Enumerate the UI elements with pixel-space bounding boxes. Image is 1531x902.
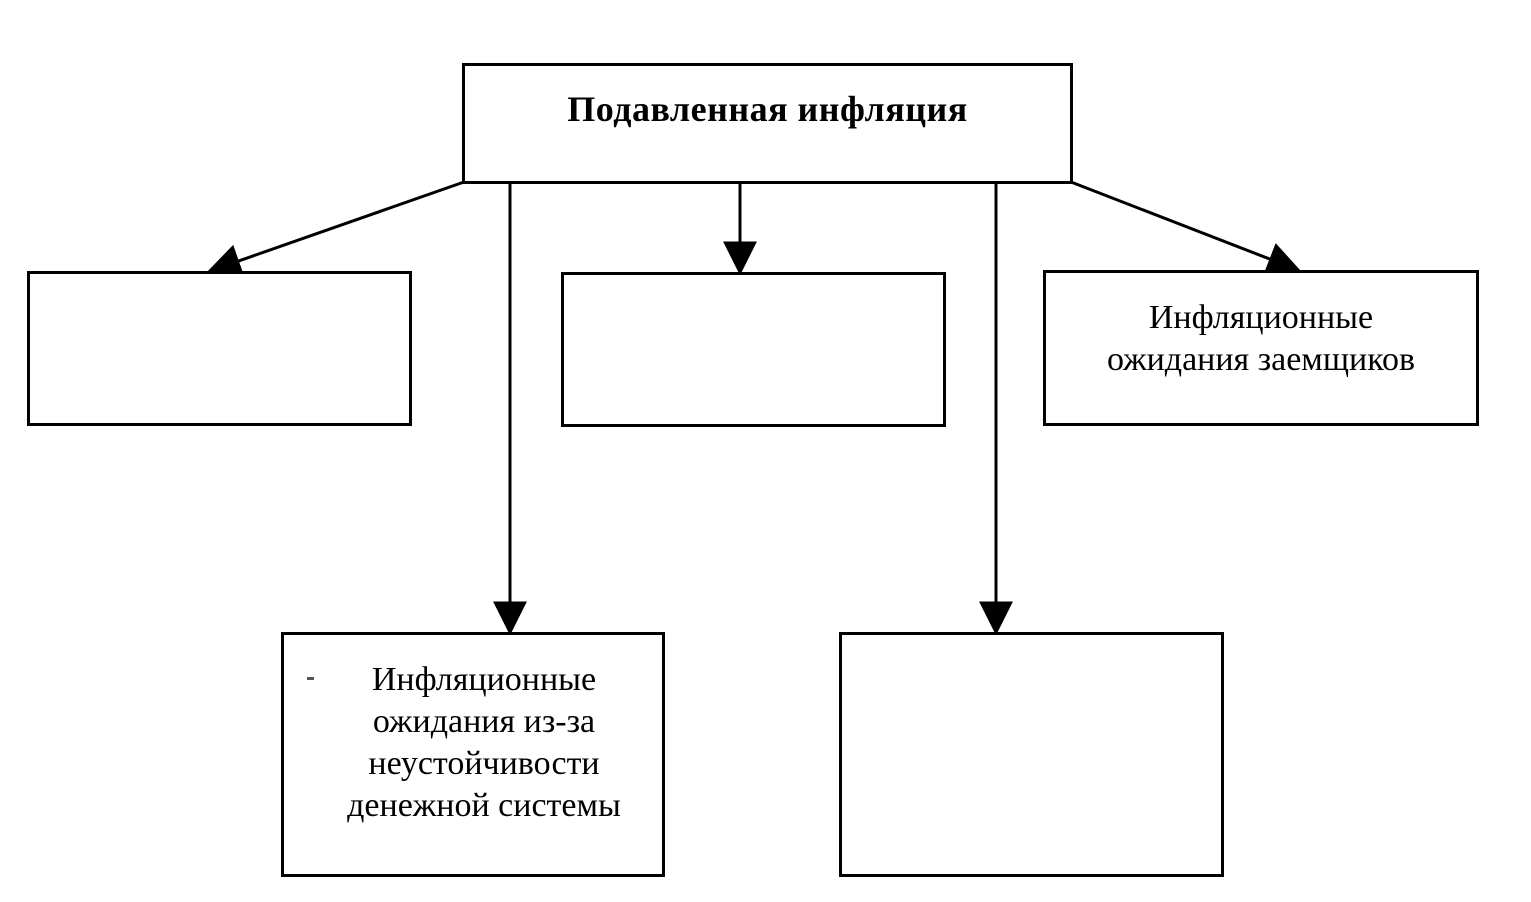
node-right-label: Инфляционные ожидания заемщиков xyxy=(1106,299,1416,378)
root-node: Подавленная инфляция xyxy=(462,63,1073,184)
stray-tick-mark xyxy=(307,677,314,680)
node-right: Инфляционные ожидания заемщиков xyxy=(1043,270,1479,426)
node-bottom-left: Инфляционные ожидания из-за неустойчивос… xyxy=(281,632,665,877)
arrow-root-to-right xyxy=(1070,180,1302,275)
node-left xyxy=(27,271,412,426)
node-middle xyxy=(561,272,946,427)
node-bottom-left-label: Инфляционные ожидания из-за неустойчивос… xyxy=(347,661,621,824)
node-bottom-right xyxy=(839,632,1224,877)
arrow-root-to-left xyxy=(206,180,465,277)
root-node-label: Подавленная инфляция xyxy=(567,89,968,129)
